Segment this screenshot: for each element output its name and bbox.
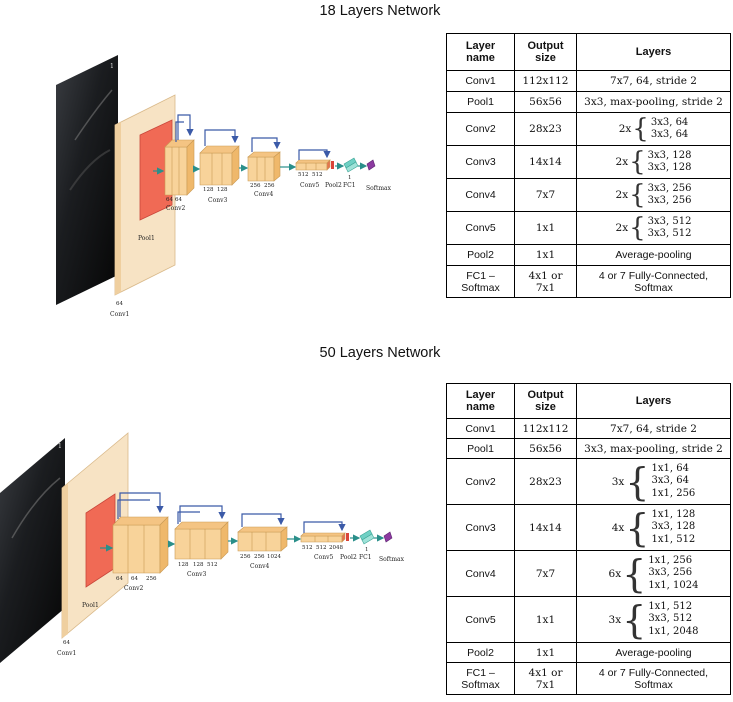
conv2-block [112,516,169,574]
dim-conv5c: 2048 [329,545,343,551]
table-row: Pool1 56x56 3x3, max-pooling, stride 2 [446,438,731,459]
conv3-block [199,145,240,186]
title-18-layers: 18 Layers Network [319,3,441,19]
network-diagram-50: 1 [0,432,405,663]
table-row: Pool2 1x1 Average-pooling [446,244,731,266]
label-conv4: Conv4 [254,191,273,198]
dim-conv1: 64 [116,301,123,307]
fc1-block [359,529,375,545]
pool2-block [346,533,349,541]
label-conv2: Conv2 [124,585,143,592]
label-fc1: FC1 [343,182,356,189]
dim-conv2a: 64 [116,576,123,582]
dim-conv4a: 256 [250,183,261,189]
dim-conv1: 64 [63,640,70,646]
forward-arrows [100,534,385,552]
header-output-size: Output size [514,33,577,71]
softmax-block [366,159,376,171]
table-row: Pool1 56x56 3x3, max-pooling, stride 2 [446,91,731,113]
dim-fc1: 1 [365,547,369,553]
table-row: Conv1 112x112 7x7, 64, stride 2 [446,70,731,92]
network-diagram-18: 1 [56,55,392,318]
dim-conv2c: 256 [146,576,157,582]
header-layer-name: Layer name [446,383,515,419]
label-conv3: Conv3 [187,571,206,578]
table-row: FC1 – Softmax 4x1 or 7x1 4 or 7 Fully-Co… [446,662,731,695]
dim-conv2b: 64 [175,197,182,203]
dim-conv3b: 128 [217,187,228,193]
label-conv5: Conv5 [300,182,319,189]
label-softmax: Softmax [379,556,405,563]
header-layer-name: Layer name [446,33,515,71]
table-row: FC1 – Softmax 4x1 or 7x1 4 or 7 Fully-Co… [446,265,731,298]
table-row: Pool2 1x1 Average-pooling [446,642,731,663]
label-conv1: Conv1 [110,311,129,318]
label-pool2: Pool2 [340,554,357,561]
forward-arrows [153,162,368,175]
label-pool1: Pool1 [82,602,99,609]
label-conv3: Conv3 [208,197,227,204]
conv5-block [295,159,331,171]
softmax-block [383,531,393,543]
dim-conv5a: 512 [298,172,309,178]
input-marker: 1 [58,443,62,450]
label-conv2: Conv2 [166,205,185,212]
label-conv4: Conv4 [250,563,269,570]
layers-table-18: Layer name Output size Layers Conv1 112x… [446,33,731,298]
label-pool2: Pool2 [325,182,342,189]
dim-conv4a: 256 [240,554,251,560]
layers-table-50: Layer name Output size Layers Conv1 112x… [446,383,731,695]
conv4-block [247,151,281,182]
dim-conv4c: 1024 [267,554,281,560]
input-marker: 1 [110,63,114,70]
skip-connections [117,492,346,533]
dim-conv3b: 128 [193,562,204,568]
dim-conv2b: 64 [131,576,138,582]
dim-conv3a: 128 [203,187,214,193]
conv4-block [237,526,288,552]
dim-conv5a: 512 [302,545,313,551]
dim-conv5b: 512 [316,545,327,551]
label-conv5: Conv5 [314,554,333,561]
dim-conv2a: 64 [166,197,173,203]
fc1-block [343,157,359,173]
conv5-block [300,532,346,543]
dim-conv4b: 256 [254,554,265,560]
dim-conv3c: 512 [207,562,218,568]
input-image [0,438,65,663]
skip-connections [175,114,331,160]
pool2-block [331,161,334,169]
label-conv1: Conv1 [57,650,76,657]
label-fc1: FC1 [359,554,372,561]
dim-conv4b: 256 [264,183,275,189]
header-output-size: Output size [514,383,577,419]
pool1-block [139,119,173,221]
conv3-block [174,521,229,560]
conv2-block [164,139,195,196]
table-row: Conv1 112x112 7x7, 64, stride 2 [446,418,731,439]
input-image [56,55,118,305]
title-50-layers: 50 Layers Network [319,345,441,361]
dim-fc1: 1 [348,175,352,181]
header-layers: Layers [576,33,731,71]
header-layers: Layers [576,383,731,419]
dim-conv3a: 128 [178,562,189,568]
dim-conv5b: 512 [312,172,323,178]
label-softmax: Softmax [366,185,392,192]
label-pool1: Pool1 [138,235,155,242]
